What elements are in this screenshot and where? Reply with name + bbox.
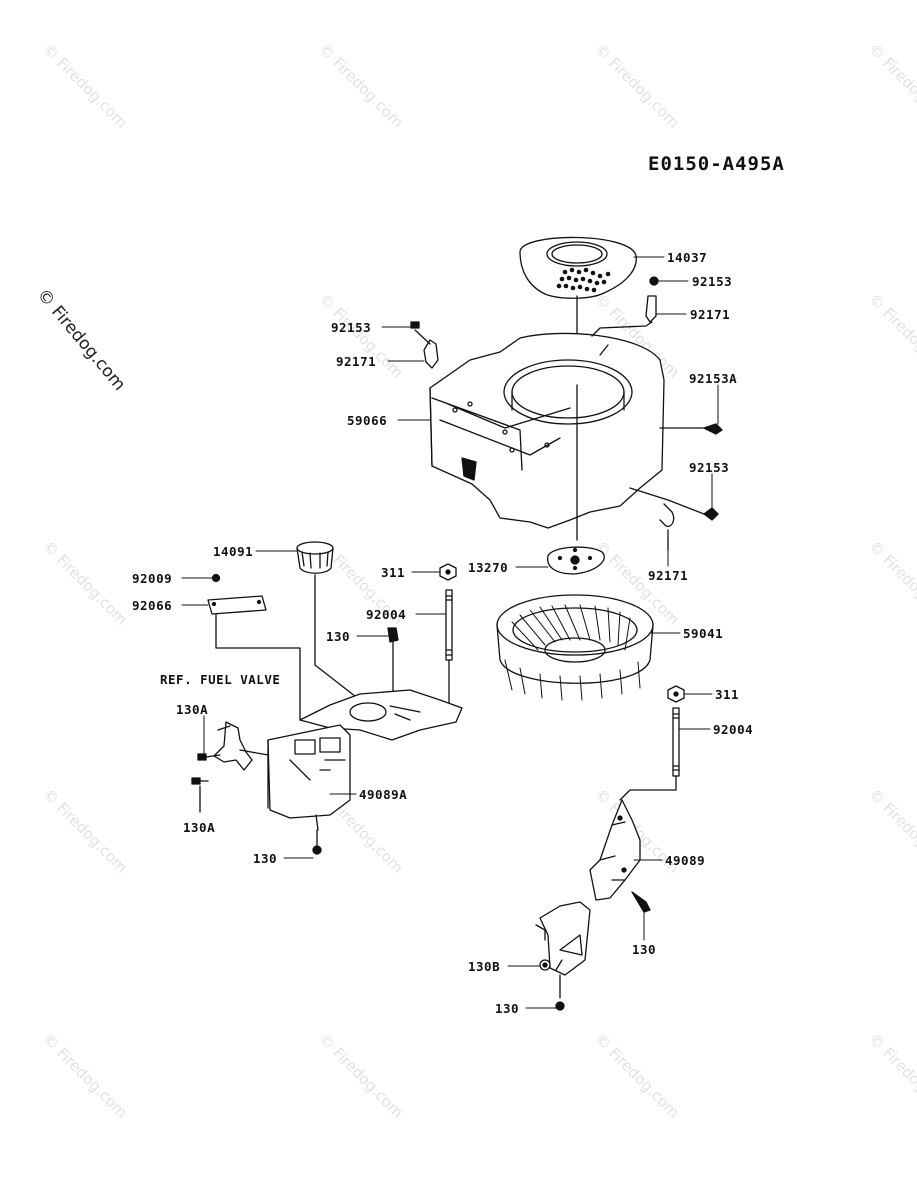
part-label-13270: 13270: [468, 560, 509, 575]
part-label-130: 130: [495, 1001, 520, 1016]
part-label-59066: 59066: [347, 413, 388, 428]
part-label-92171: 92171: [336, 354, 377, 369]
stud-92004-a: [445, 589, 453, 713]
part-label-92153: 92153: [331, 320, 372, 335]
part-label-92171: 92171: [690, 307, 731, 322]
part-label-92004: 92004: [366, 607, 407, 622]
part-label-59041: 59041: [683, 626, 724, 641]
part-label-14037: 14037: [667, 250, 708, 265]
part-label-130A: 130A: [176, 702, 209, 717]
plate-13270: [547, 546, 605, 575]
part-label-49089A: 49089A: [359, 787, 408, 802]
bolt-clip-right-low: [629, 487, 719, 551]
part-label-92009: 92009: [132, 571, 173, 586]
part-label-92066: 92066: [132, 598, 173, 613]
part-label-92153A: 92153A: [689, 371, 738, 386]
bracket-49089: [535, 799, 651, 1011]
part-label-130: 130: [632, 942, 657, 957]
nut-311-b: [667, 685, 685, 703]
ref-fuel-valve-label: REF. FUEL VALVE: [160, 672, 281, 687]
part-label-92171: 92171: [648, 568, 689, 583]
part-label-311: 311: [381, 565, 406, 580]
part-label-130A: 130A: [183, 820, 216, 835]
nut-311-a: [439, 563, 457, 581]
part-label-311: 311: [715, 687, 740, 702]
bolt-clip-right-top: [591, 276, 659, 337]
flywheel-59041: [496, 594, 654, 701]
part-label-92153: 92153: [689, 460, 730, 475]
diagram-code: E0150-A495A: [648, 153, 785, 175]
bolt-clip-left: [410, 321, 439, 369]
stud-92004-b: [619, 707, 680, 801]
bracket-49089A: [267, 689, 463, 855]
leader-lines: [181, 256, 719, 1009]
fuel-valve-bracket: [191, 721, 269, 813]
part-label-49089: 49089: [665, 853, 706, 868]
part-label-14091: 14091: [213, 544, 254, 559]
part-label-92153: 92153: [692, 274, 733, 289]
part-label-92004: 92004: [713, 722, 754, 737]
part-label-130B: 130B: [468, 959, 501, 974]
blower-housing-59066: [429, 332, 665, 541]
part-label-130: 130: [326, 629, 351, 644]
bolt-92153A: [659, 423, 723, 435]
part-label-130: 130: [253, 851, 278, 866]
screw-plate-92009-92066: [207, 573, 301, 721]
cup-14091: [296, 541, 361, 701]
